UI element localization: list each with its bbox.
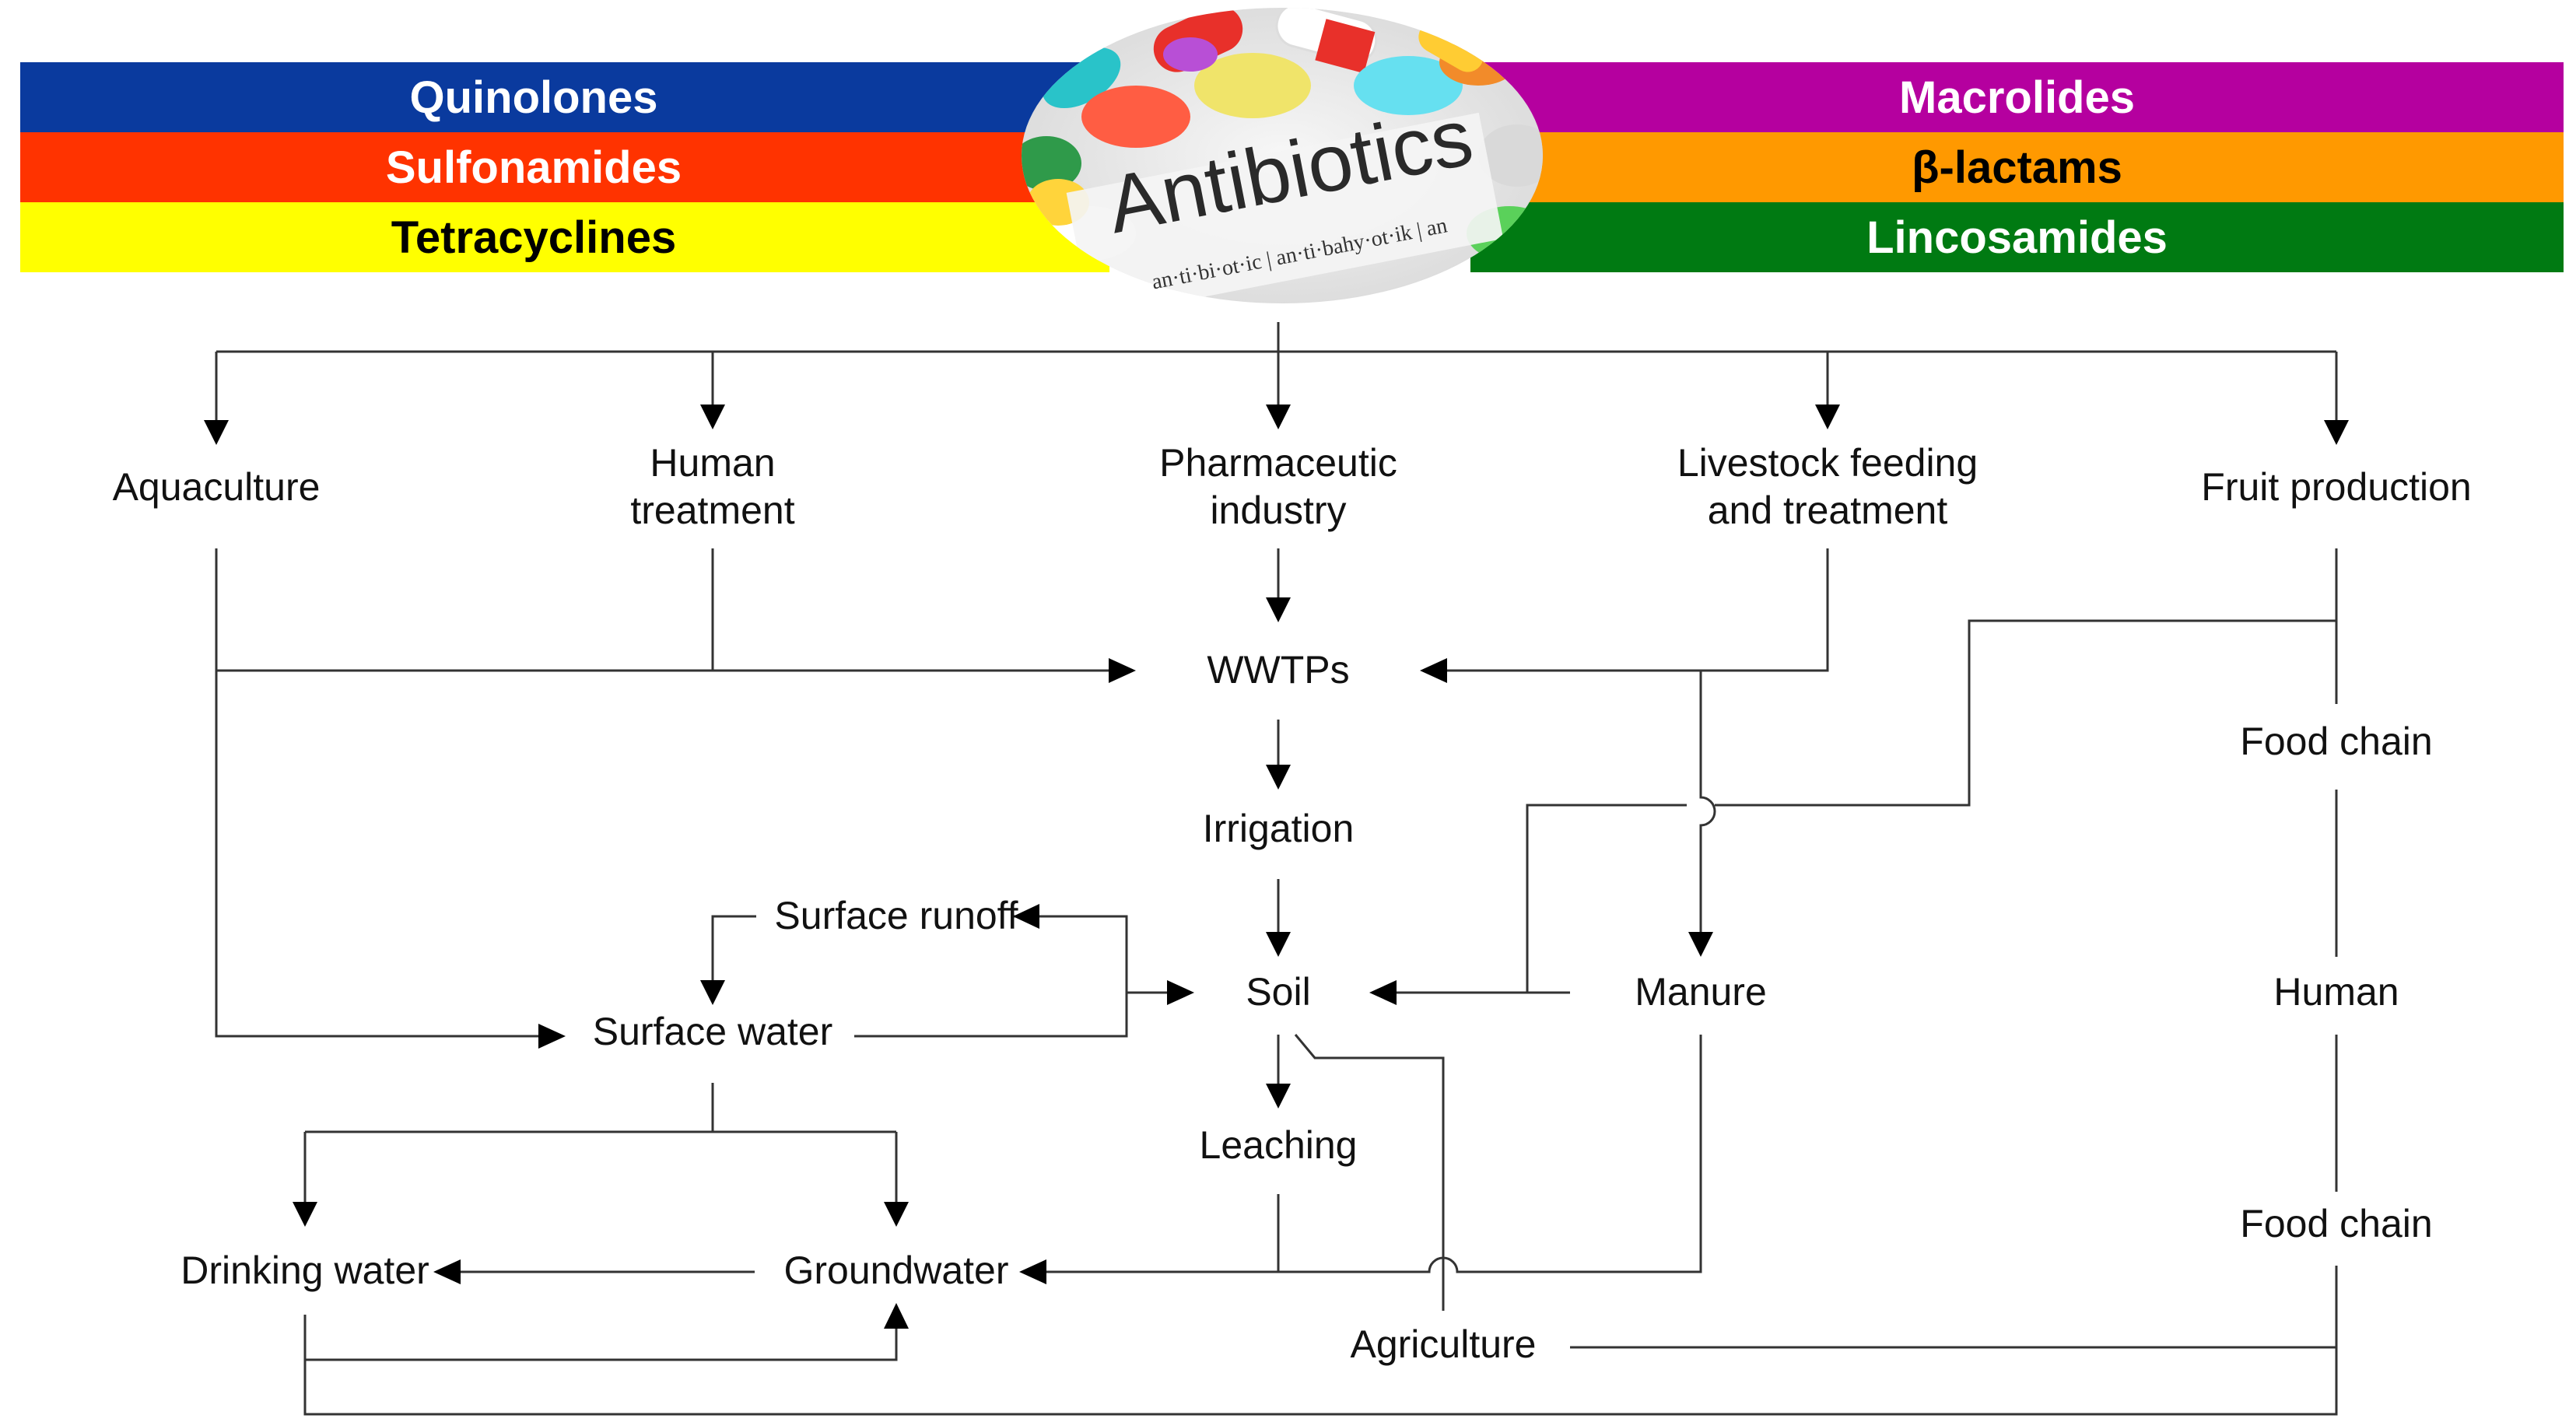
node-manure: Manure — [1635, 970, 1767, 1014]
class-band-tetracyclines: Tetracyclines — [20, 202, 1109, 272]
node-livestock-line1: Livestock feeding — [1677, 441, 1978, 485]
node-leaching: Leaching — [1200, 1123, 1358, 1167]
class-band-beta-lactams: β-lactams — [1470, 132, 2564, 202]
class-label: Macrolides — [1899, 72, 2135, 123]
node-labels: Aquaculture Human treatment Pharmaceutic… — [113, 441, 2472, 1366]
node-food-chain-upper: Food chain — [2240, 720, 2432, 763]
node-human: Human — [2273, 970, 2399, 1014]
node-drinking-water: Drinking water — [180, 1249, 429, 1292]
class-band-quinolones: Quinolones — [20, 62, 1109, 132]
class-label: Sulfonamides — [385, 142, 682, 193]
node-livestock-line2: and treatment — [1708, 489, 1948, 532]
arrowheads — [204, 405, 2349, 1329]
node-agriculture: Agriculture — [1351, 1322, 1537, 1366]
class-band-sulfonamides: Sulfonamides — [20, 132, 1109, 202]
pills-illustration — [1022, 8, 1543, 303]
class-band-lincosamides: Lincosamides — [1470, 202, 2564, 272]
node-wwtps: WWTPs — [1207, 648, 1349, 692]
connector-lines — [215, 322, 2338, 1416]
node-food-chain-lower: Food chain — [2240, 1202, 2432, 1245]
node-groundwater: Groundwater — [783, 1249, 1008, 1292]
node-soil: Soil — [1246, 970, 1310, 1014]
node-irrigation: Irrigation — [1203, 807, 1355, 850]
class-label: β-lactams — [1912, 142, 2122, 193]
node-surface-runoff: Surface runoff — [774, 894, 1018, 937]
class-band-macrolides: Macrolides — [1470, 62, 2564, 132]
class-label: Lincosamides — [1866, 212, 2168, 263]
class-label: Tetracyclines — [391, 212, 677, 263]
antibiotics-badge: Antibiotics an·ti·bi·ot·ic | an·ti·bahy·… — [1022, 8, 1543, 303]
node-pharmaceutic-industry-line2: industry — [1210, 489, 1346, 532]
node-fruit-production: Fruit production — [2201, 465, 2471, 509]
node-human-treatment-line1: Human — [650, 441, 775, 485]
node-pharmaceutic-industry-line1: Pharmaceutic — [1159, 441, 1397, 485]
class-label: Quinolones — [409, 72, 658, 123]
node-surface-water: Surface water — [593, 1010, 832, 1053]
node-aquaculture: Aquaculture — [113, 465, 321, 509]
node-human-treatment-line2: treatment — [630, 489, 794, 532]
